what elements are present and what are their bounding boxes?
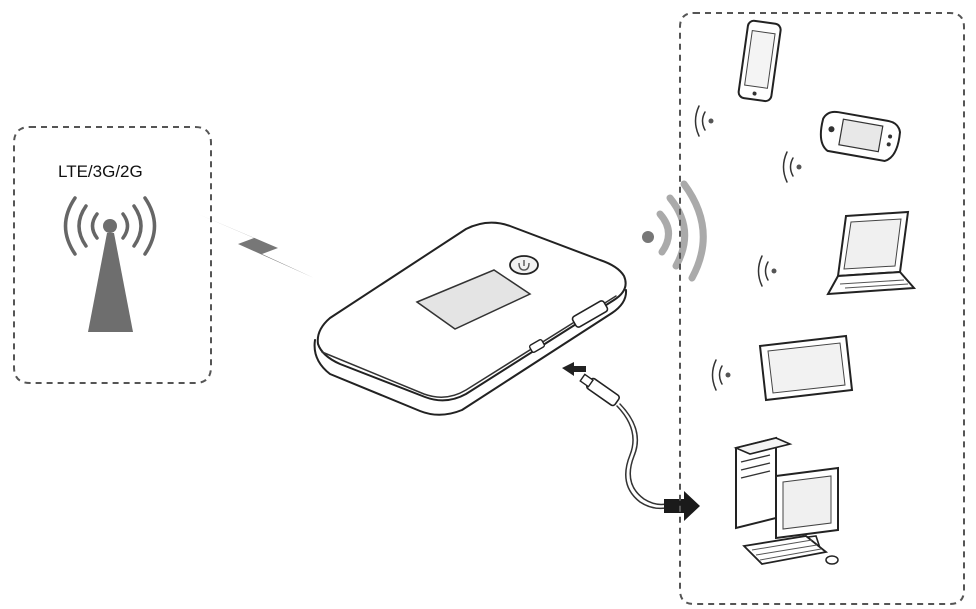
laptop-icon [826, 210, 917, 296]
wifi-signal-small-icon [757, 255, 777, 287]
sim-card-slot [571, 300, 609, 328]
handheld-game-console-icon [819, 110, 902, 162]
power-button-icon [509, 255, 539, 275]
desktop-computer-icon [733, 436, 839, 565]
mobile-wifi-router-icon [313, 221, 628, 416]
wifi-signal-small-icon [782, 151, 802, 183]
arrow-to-router [562, 362, 586, 376]
network-type-label: LTE/3G/2G [58, 162, 143, 181]
lightning-bolt-icon [198, 214, 314, 278]
tablet-icon [758, 334, 854, 402]
wifi-signal-small-icon [711, 359, 731, 391]
smartphone-icon [737, 19, 782, 103]
router-screen [415, 269, 532, 330]
wifi-signal-icon [642, 180, 707, 282]
cellular-network-panel: LTE/3G/2G [13, 126, 212, 384]
usb-cable-icon [562, 362, 700, 521]
usb-port [528, 339, 546, 353]
arrow-to-desktop [664, 491, 700, 521]
wifi-signal-small-icon [694, 105, 714, 137]
cell-tower-icon [63, 196, 157, 332]
connected-devices-panel [679, 12, 965, 605]
